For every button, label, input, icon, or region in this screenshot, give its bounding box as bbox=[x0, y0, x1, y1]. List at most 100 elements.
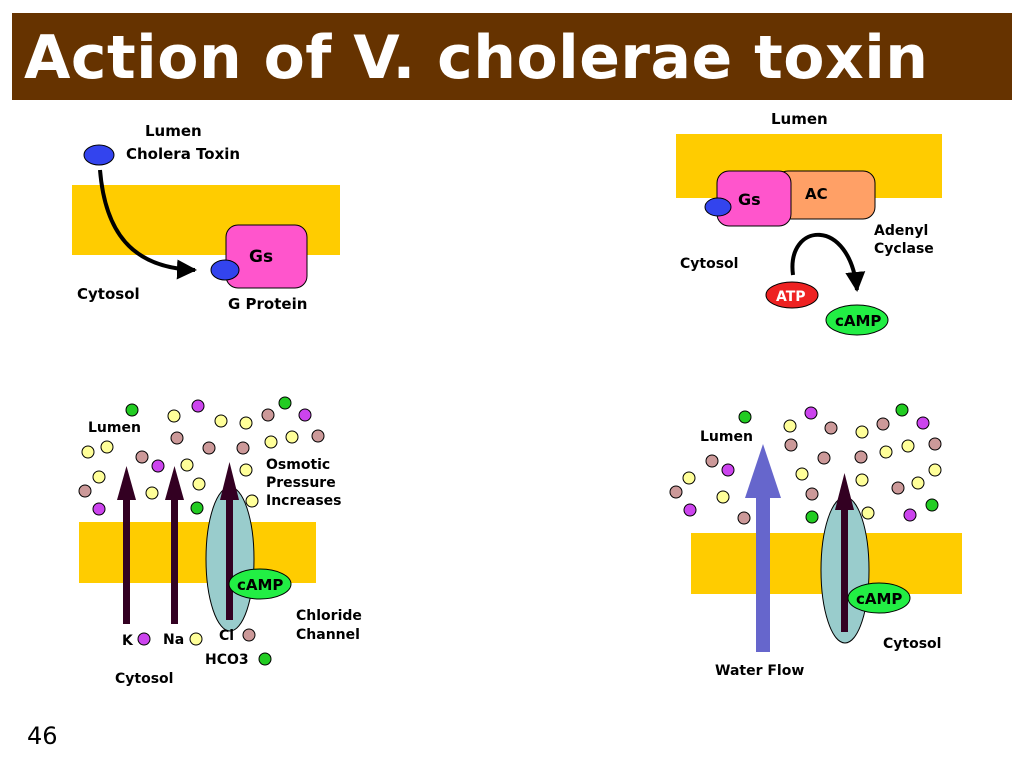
k-ion bbox=[721, 463, 735, 477]
na-ion bbox=[81, 445, 95, 459]
label-atp: ATP bbox=[776, 289, 806, 305]
panel-adenylate-cyclase: Lumen Gs AC Adenyl Cyclase Cytosol ATP c… bbox=[676, 110, 942, 336]
label-camp: cAMP bbox=[835, 312, 881, 330]
label-cyclase: Cyclase bbox=[874, 241, 934, 257]
k-ion bbox=[903, 508, 917, 522]
cl-ion bbox=[854, 450, 868, 464]
hco3-ion bbox=[925, 498, 939, 512]
cl-ion bbox=[805, 487, 819, 501]
label-ac: AC bbox=[805, 185, 828, 203]
panel-toxin-binding: Lumen Cholera Toxin Gs Cytosol G Protein bbox=[72, 122, 340, 313]
cl-ion bbox=[928, 437, 942, 451]
na-ion bbox=[285, 430, 299, 444]
label-camp: cAMP bbox=[856, 590, 902, 608]
na-ion bbox=[239, 463, 253, 477]
na-ion bbox=[245, 494, 259, 508]
bound-toxin-icon bbox=[210, 259, 240, 281]
k-arrow-head bbox=[117, 466, 136, 500]
lumen-ions bbox=[669, 403, 942, 525]
na-ion bbox=[928, 463, 942, 477]
panel-ion-secretion: Lumen Osmotic Pressure Increases cAMP Ch… bbox=[78, 396, 362, 687]
cl-ion bbox=[876, 417, 890, 431]
camp-badge bbox=[228, 568, 292, 600]
na-ion bbox=[911, 476, 925, 490]
cl-ion bbox=[202, 441, 216, 455]
label-hco3: HCO3 bbox=[205, 652, 249, 668]
title-bar bbox=[12, 13, 1012, 100]
na-arrow-head bbox=[165, 466, 184, 500]
na-ion bbox=[783, 419, 797, 433]
label-gs: Gs bbox=[738, 190, 761, 209]
na-ion bbox=[264, 435, 278, 449]
hco3-ion bbox=[805, 510, 819, 524]
cl-arrow-head bbox=[220, 462, 239, 500]
gs-protein bbox=[225, 224, 308, 289]
cl-ion bbox=[705, 454, 719, 468]
na-ion bbox=[855, 425, 869, 439]
hco3-ion bbox=[738, 410, 752, 424]
label-chloride: Chloride bbox=[296, 608, 362, 624]
atp-to-camp-arrow bbox=[790, 232, 866, 292]
hco3-ion bbox=[190, 501, 204, 515]
toxin-path-arrow bbox=[98, 169, 197, 280]
cl-arrow-shaft bbox=[841, 508, 848, 632]
atp-badge bbox=[765, 281, 819, 309]
label-lumen: Lumen bbox=[88, 420, 141, 436]
k-ion bbox=[804, 406, 818, 420]
na-ion bbox=[716, 490, 730, 504]
cl-ion bbox=[824, 421, 838, 435]
k-arrow-shaft bbox=[123, 498, 130, 624]
na-ion bbox=[145, 486, 159, 500]
label-camp: cAMP bbox=[237, 576, 283, 594]
water-arrow-head bbox=[745, 444, 781, 498]
legend-hco3-ion bbox=[258, 652, 272, 666]
na-ion bbox=[901, 439, 915, 453]
label-lumen: Lumen bbox=[700, 429, 753, 445]
legend-cl-ion bbox=[242, 628, 256, 642]
label-increases: Increases bbox=[266, 493, 341, 509]
label-cytosol: Cytosol bbox=[680, 256, 738, 272]
slide-title: Action of V. cholerae toxin bbox=[24, 23, 929, 93]
na-ion bbox=[100, 440, 114, 454]
label-k: K bbox=[122, 633, 134, 649]
hco3-ion bbox=[125, 403, 139, 417]
cl-ion bbox=[311, 429, 325, 443]
label-water-flow: Water Flow bbox=[715, 663, 804, 679]
k-ion bbox=[916, 416, 930, 430]
hco3-ion bbox=[278, 396, 292, 410]
cl-ion bbox=[891, 481, 905, 495]
na-ion bbox=[167, 409, 181, 423]
camp-badge bbox=[847, 582, 911, 614]
na-ion bbox=[214, 414, 228, 428]
cl-ion bbox=[737, 511, 751, 525]
na-ion bbox=[795, 467, 809, 481]
k-ion bbox=[683, 503, 697, 517]
cl-ion bbox=[135, 450, 149, 464]
na-ion bbox=[192, 477, 206, 491]
legend-k-ion bbox=[137, 632, 151, 646]
panel-water-flow: Lumen cAMP Cytosol Water Flow bbox=[669, 403, 962, 679]
label-pressure: Pressure bbox=[266, 475, 336, 491]
na-ion bbox=[682, 471, 696, 485]
cholera-toxin-icon bbox=[83, 144, 115, 166]
label-na: Na bbox=[163, 632, 184, 648]
cl-arrow-shaft bbox=[226, 498, 233, 620]
label-osmotic: Osmotic bbox=[266, 457, 330, 473]
cl-ion bbox=[669, 485, 683, 499]
k-ion bbox=[151, 459, 165, 473]
label-cytosol: Cytosol bbox=[115, 671, 173, 687]
legend-na-ion bbox=[189, 632, 203, 646]
k-ion bbox=[298, 408, 312, 422]
label-cholera-toxin: Cholera Toxin bbox=[126, 145, 240, 163]
lumen-ions bbox=[78, 396, 325, 516]
na-arrow-shaft bbox=[171, 498, 178, 624]
cl-ion bbox=[236, 441, 250, 455]
label-cytosol: Cytosol bbox=[883, 636, 941, 652]
k-ion bbox=[191, 399, 205, 413]
bound-toxin-icon bbox=[704, 197, 732, 217]
na-ion bbox=[855, 473, 869, 487]
label-g-protein: G Protein bbox=[228, 295, 307, 313]
na-ion bbox=[239, 416, 253, 430]
page-number: 46 bbox=[27, 722, 58, 750]
